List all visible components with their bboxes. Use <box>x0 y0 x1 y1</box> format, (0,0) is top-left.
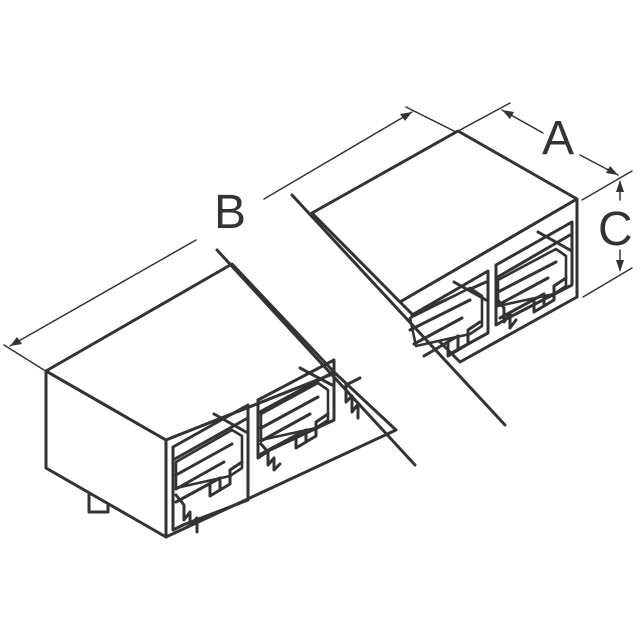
dim-c-arrow-bottom-icon <box>616 260 624 272</box>
dim-b-extension-right <box>405 106 457 133</box>
dim-b-leader-left <box>9 239 197 347</box>
mounting-tab <box>87 493 110 514</box>
port-3-partial <box>344 376 362 420</box>
dimension-c-label: C <box>598 203 633 256</box>
dimension-a: A <box>459 102 633 201</box>
left-front-face <box>164 371 398 539</box>
right-block <box>310 129 579 364</box>
port-4 <box>408 269 490 358</box>
left-block <box>44 262 398 539</box>
break-line-left <box>215 248 417 467</box>
dim-a-arrow-end-icon <box>606 166 618 175</box>
dim-a-extension-front <box>581 170 633 201</box>
dim-b-arrow-end-icon <box>400 112 412 121</box>
port-5 <box>494 220 574 330</box>
dimension-c: C <box>582 180 633 298</box>
dimension-b-label: B <box>214 186 246 239</box>
break-line-right <box>290 193 507 427</box>
dim-b-leader-right <box>263 111 413 200</box>
dimension-a-label: A <box>542 112 574 165</box>
port-1 <box>171 403 250 534</box>
dimension-b: B <box>3 106 457 371</box>
dim-c-extension-bottom <box>582 267 633 298</box>
dim-a-arrow-start-icon <box>502 110 514 119</box>
port-2 <box>256 358 336 472</box>
dim-b-arrow-start-icon <box>10 337 22 346</box>
dim-c-arrow-top-icon <box>616 180 624 192</box>
dim-a-extension-back <box>459 102 511 131</box>
dim-b-extension-left <box>3 344 45 371</box>
